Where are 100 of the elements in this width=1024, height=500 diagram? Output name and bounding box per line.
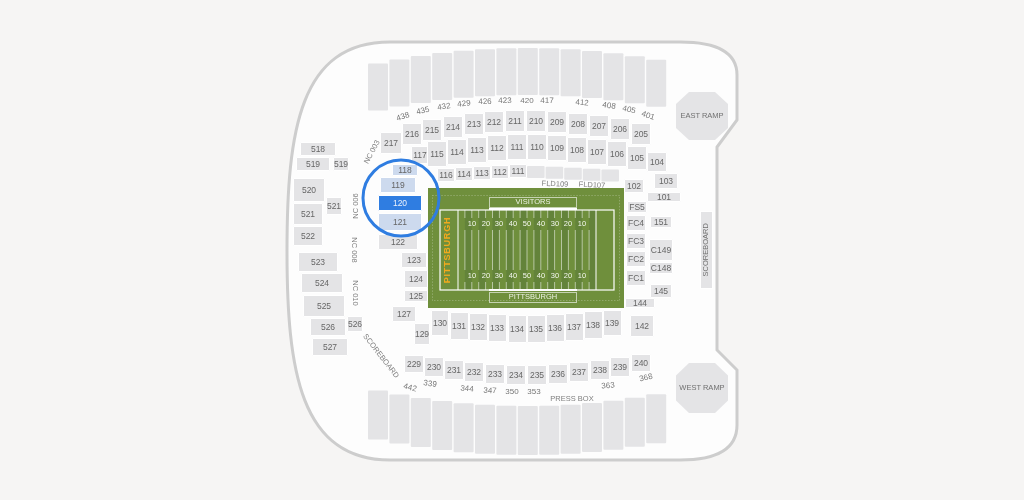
seating-section: 111 (509, 164, 527, 178)
seating-section: 236 (548, 364, 568, 384)
seating-section: 519 (333, 157, 349, 171)
section-number: 442 (402, 382, 418, 394)
seating-section: 205 (631, 123, 651, 145)
seating-section: 124 (404, 270, 428, 288)
seating-section: 133 (487, 314, 507, 342)
seating-section: 238 (590, 360, 610, 380)
section-number: 429 (456, 99, 472, 109)
seating-section: 526 (347, 316, 363, 332)
seating-section: 234 (506, 365, 526, 385)
section-number: 417 (540, 96, 554, 106)
seating-section: 112 (487, 135, 507, 161)
seating-section: FS5 (627, 201, 647, 213)
seating-section: 135 (526, 315, 546, 343)
section-number: 426 (478, 97, 492, 107)
section-number: 368 (638, 372, 654, 384)
seating-section: 132 (468, 313, 488, 341)
seating-section: 233 (485, 364, 505, 384)
section-number: 438 (395, 111, 411, 123)
seating-section: 527 (312, 338, 348, 356)
seating-section: 232 (464, 362, 484, 382)
seating-section: 217 (380, 132, 402, 154)
seating-section: FC1 (626, 270, 646, 286)
seating-section: 214 (443, 116, 463, 138)
seating-section: 213 (464, 113, 484, 135)
seating-section: 127 (392, 306, 416, 322)
seating-section: 526 (310, 318, 346, 336)
seating-section: 235 (527, 365, 547, 385)
seating-section: 106 (607, 141, 627, 167)
section-number: 420 (520, 97, 534, 105)
seating-section: 110 (527, 134, 547, 160)
seating-section: 107 (587, 139, 607, 165)
section-number: 423 (498, 96, 512, 106)
section-number: 344 (460, 384, 474, 394)
seating-section: 144 (625, 298, 655, 308)
section-number: 353 (527, 388, 541, 396)
section-number: 408 (601, 101, 617, 111)
seating-section: 240 (631, 354, 651, 372)
seating-section: 118 (392, 164, 418, 176)
seating-section: 519 (296, 157, 330, 171)
seating-section: 112 (491, 165, 509, 179)
seating-section: 142 (630, 315, 654, 337)
section-number: 405 (621, 104, 637, 116)
seating-section: 101 (647, 192, 681, 202)
seating-section: 230 (424, 357, 444, 377)
section-number: 339 (422, 379, 438, 389)
seating-section: 520 (293, 178, 325, 202)
seating-section: 522 (293, 226, 323, 246)
seating-section: 523 (298, 252, 338, 272)
section-number: 412 (575, 98, 589, 108)
seating-section: 206 (610, 118, 630, 140)
seating-section: 113 (467, 137, 487, 163)
seating-section: 129 (414, 323, 430, 345)
seating-section: 104 (647, 152, 667, 172)
seating-section: 114 (455, 167, 473, 181)
seating-section: 114 (447, 139, 467, 165)
section-number: 347 (483, 386, 497, 396)
seating-section: FC4 (626, 215, 646, 231)
football-field (428, 188, 624, 308)
seating-section: 521 (293, 203, 323, 225)
seating-section: 229 (404, 355, 424, 373)
seating-section: 121 (378, 213, 422, 231)
seating-section: 208 (568, 113, 588, 135)
seating-section: 212 (484, 111, 504, 133)
seating-section: 120 (378, 195, 422, 211)
seating-section: 102 (624, 179, 644, 193)
section-number: 363 (601, 381, 615, 391)
seating-section: 231 (444, 360, 464, 380)
seating-section: 151 (650, 216, 672, 228)
end-zone-text: PITTSBURGH (442, 216, 452, 284)
seating-section: 525 (303, 295, 345, 317)
seating-section: 237 (569, 362, 589, 382)
section-number: 432 (436, 102, 452, 112)
seating-section: 105 (627, 146, 647, 170)
seating-section: 119 (380, 177, 416, 193)
seating-section: 518 (300, 142, 336, 156)
seating-section: 130 (431, 310, 449, 336)
seating-section: 215 (422, 119, 442, 141)
seating-section: 108 (567, 137, 587, 163)
seating-section: 109 (547, 135, 567, 161)
seating-section: 207 (589, 115, 609, 137)
seating-section: 123 (401, 252, 427, 268)
seating-section: 210 (526, 110, 546, 132)
seating-section: 116 (437, 168, 455, 182)
seating-section: C149 (649, 239, 673, 261)
seating-section: 138 (583, 311, 603, 339)
seating-section: 113 (473, 166, 491, 180)
seating-section: C148 (649, 262, 673, 274)
seating-section: 103 (654, 173, 678, 189)
seating-section: FC2 (626, 251, 646, 267)
seating-section: FC3 (626, 233, 646, 249)
seating-section: 216 (402, 123, 422, 145)
section-number: 350 (505, 388, 519, 396)
seating-section: 115 (427, 141, 447, 167)
seating-section: 209 (547, 111, 567, 133)
seating-section: 239 (610, 357, 630, 377)
seating-section: 211 (505, 110, 525, 132)
section-number: 401 (640, 110, 656, 122)
seating-section: 145 (650, 284, 672, 298)
